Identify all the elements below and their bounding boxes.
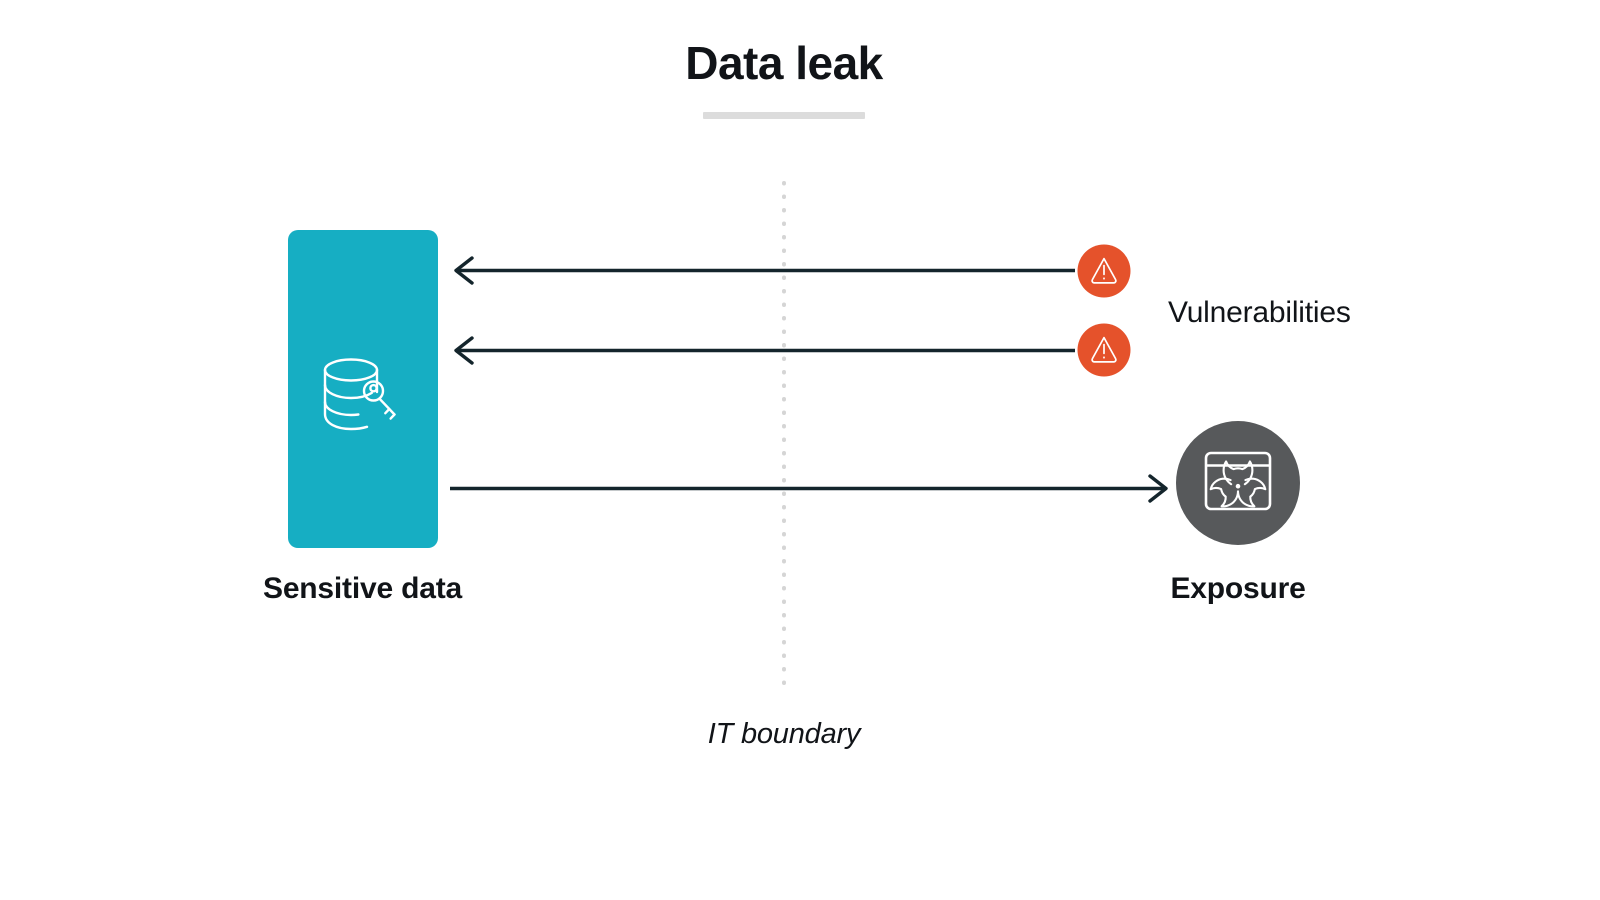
page-title: Data leak xyxy=(685,37,883,89)
vulnerabilities-label: Vulnerabilities xyxy=(1168,296,1351,329)
title-underline-rule xyxy=(703,112,865,119)
it-boundary-label: IT boundary xyxy=(707,718,861,750)
sensitive-data-label: Sensitive data xyxy=(263,572,462,605)
flow-arrow-exposure xyxy=(450,474,1168,503)
flow-arrow-vulnerability-1 xyxy=(454,256,1075,285)
warning-triangle-icon xyxy=(1091,257,1117,284)
exposure-node[interactable] xyxy=(1176,421,1300,545)
vulnerability-badge-1[interactable] xyxy=(1077,244,1131,298)
warning-triangle-icon xyxy=(1091,336,1117,363)
exposure-label: Exposure xyxy=(1170,572,1306,605)
flow-arrow-vulnerability-2 xyxy=(454,336,1075,365)
biohazard-window-icon xyxy=(1204,451,1272,511)
database-key-icon xyxy=(323,358,396,431)
sensitive-data-node[interactable] xyxy=(288,230,438,548)
vulnerability-badge-2[interactable] xyxy=(1077,323,1131,377)
